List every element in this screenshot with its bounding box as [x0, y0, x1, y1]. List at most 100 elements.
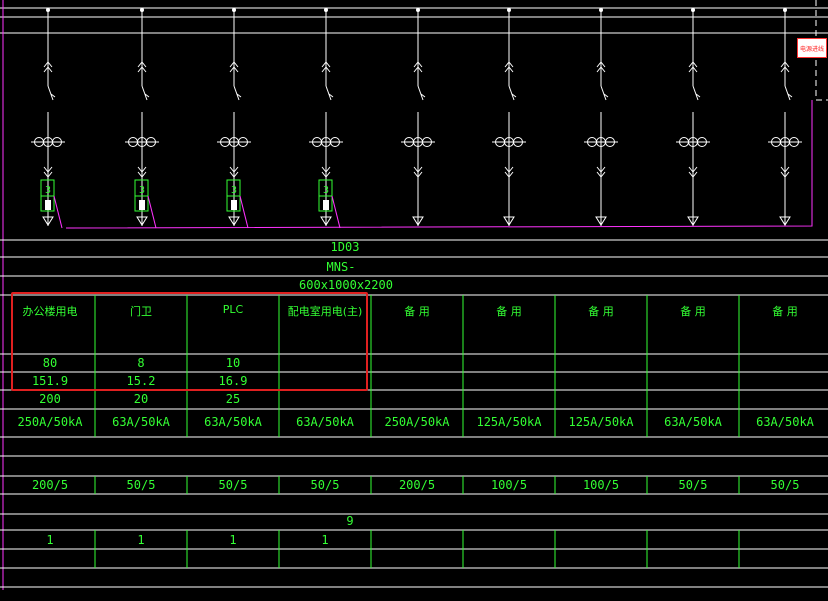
feeder-4-chevron-upper	[321, 61, 331, 68]
feeder-5-bus-dot	[416, 8, 420, 12]
circuit-3-setting: 25	[225, 392, 241, 406]
feeder-2-meter-fuse	[139, 200, 145, 210]
feeder-2-meter-label: 3	[139, 185, 145, 196]
feeder-3-breaker-mark	[236, 93, 242, 98]
feeder-8-terminal	[687, 216, 699, 226]
feeder-6-chevron-lower	[504, 166, 514, 173]
circuit-2-qty: 1	[137, 533, 145, 547]
feeder-7-chevron-upper	[596, 61, 606, 68]
feeder-4-bus-dot	[324, 8, 328, 12]
circuit-9-name: 备 用	[772, 305, 798, 318]
feeder-1-bus-dot	[46, 8, 50, 12]
feeder-4-gap	[324, 86, 328, 112]
feeder-4-control-wire	[331, 195, 341, 229]
circuit-2-setting: 20	[133, 392, 149, 406]
circuit-2-power: 8	[137, 356, 145, 370]
circuit-5-name: 备 用	[404, 305, 430, 318]
circuit-3-power: 10	[225, 356, 241, 370]
feeder-5-chevron-upper-2	[413, 66, 423, 73]
incoming-tag-label: 电源进线	[799, 45, 824, 53]
highlight-box	[11, 292, 368, 391]
panel-count: 9	[346, 514, 354, 528]
feeder-7-gap	[599, 86, 603, 112]
feeder-5-chevron-lower	[413, 166, 423, 173]
feeder-6-chevron-upper-2	[504, 66, 514, 73]
feeder-6-breaker-blade	[508, 85, 515, 101]
feeder-8-gap	[691, 86, 695, 112]
feeder-4-meter-label: 3	[323, 185, 329, 196]
circuit-3-qty: 1	[229, 533, 237, 547]
feeder-4-terminal	[320, 216, 332, 226]
feeder-9-chevron-lower	[780, 166, 790, 173]
feeder-4-chevron-lower-2	[321, 171, 331, 178]
feeder-3-bus-dot	[232, 8, 236, 12]
feeder-9-chevron-lower-2	[780, 171, 790, 178]
circuit-1-name: 办公楼用电	[22, 305, 78, 318]
feeder-4-meter-fuse	[323, 200, 329, 210]
feeder-1-meter-fuse	[45, 200, 51, 210]
feeder-3-chevron-upper	[229, 61, 239, 68]
circuit-4-name: 配电室用电(主)	[287, 305, 363, 318]
feeder-3-breaker-blade	[233, 85, 240, 101]
feeder-7-terminal	[595, 216, 607, 226]
feeder-7-bus-dot	[599, 8, 603, 12]
feeder-6-bus-dot	[507, 8, 511, 12]
circuit-8-ct: 50/5	[678, 478, 708, 492]
feeder-2-chevron-lower-2	[137, 171, 147, 178]
circuit-9-ct: 50/5	[770, 478, 800, 492]
feeder-4-chevron-lower	[321, 166, 331, 173]
feeder-7-breaker-mark	[603, 93, 609, 98]
feeder-3-gap	[232, 86, 236, 112]
feeder-7-chevron-upper-2	[596, 66, 606, 73]
circuit-4-breaker: 63A/50kA	[296, 415, 354, 429]
feeder-8-bus-dot	[691, 8, 695, 12]
feeder-1-breaker-mark	[50, 93, 56, 98]
circuit-4-ct: 50/5	[310, 478, 340, 492]
feeder-5-chevron-lower-2	[413, 171, 423, 178]
circuit-7-ct: 100/5	[582, 478, 620, 492]
feeder-8-chevron-upper	[688, 61, 698, 68]
circuit-1-power: 80	[42, 356, 58, 370]
feeder-8-chevron-upper-2	[688, 66, 698, 73]
circuit-3-name: PLC	[222, 303, 244, 316]
circuit-4-qty: 1	[321, 533, 329, 547]
circuit-5-breaker: 250A/50kA	[384, 415, 450, 429]
feeder-2-gap	[140, 86, 144, 112]
circuit-2-name: 门卫	[130, 305, 152, 318]
feeder-3-control-wire	[239, 195, 249, 229]
circuit-6-breaker: 125A/50kA	[476, 415, 542, 429]
circuit-1-qty: 1	[46, 533, 54, 547]
feeder-9-chevron-upper	[780, 61, 790, 68]
circuit-6-ct: 100/5	[490, 478, 528, 492]
feeder-2-breaker-mark	[144, 93, 150, 98]
feeder-9-gap	[783, 86, 787, 112]
circuit-9-breaker: 63A/50kA	[756, 415, 814, 429]
circuit-8-name: 备 用	[680, 305, 706, 318]
feeder-2-breaker-blade	[141, 85, 148, 101]
feeder-5-terminal	[412, 216, 424, 226]
circuit-1-setting: 200	[39, 392, 61, 406]
feeder-3-meter-label: 3	[231, 185, 237, 196]
feeder-2-terminal	[136, 216, 148, 226]
feeder-3-chevron-upper-2	[229, 66, 239, 73]
feeder-5-breaker-blade	[417, 85, 424, 101]
feeder-4-chevron-upper-2	[321, 66, 331, 73]
incoming-tag: 电源进线	[797, 38, 827, 58]
feeder-9-breaker-blade	[784, 85, 791, 101]
feeder-6-chevron-lower-2	[504, 171, 514, 178]
circuit-1-breaker: 250A/50kA	[17, 415, 83, 429]
feeder-8-breaker-mark	[695, 93, 701, 98]
feeder-3-meter-fuse	[231, 200, 237, 210]
circuit-3-breaker: 63A/50kA	[204, 415, 262, 429]
feeder-6-chevron-upper	[504, 61, 514, 68]
panel-boundary	[815, 0, 828, 101]
feeder-1-breaker-blade	[47, 85, 54, 101]
feeder-1-gap	[46, 86, 50, 112]
feeder-2-chevron-lower	[137, 166, 147, 173]
feeder-9-chevron-upper-2	[780, 66, 790, 73]
feeder-6-breaker-mark	[511, 93, 517, 98]
circuit-2-ct: 50/5	[126, 478, 156, 492]
feeder-1-control-wire	[53, 195, 63, 229]
